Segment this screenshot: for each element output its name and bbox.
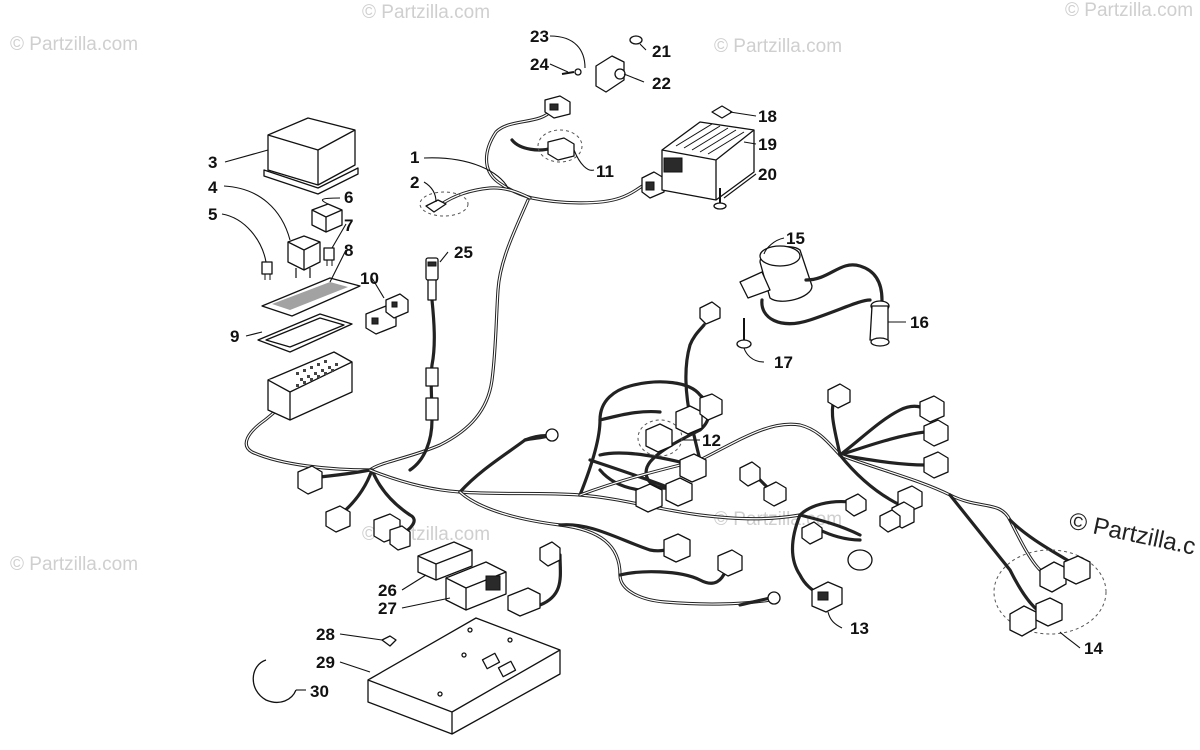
fuse-7: [323, 247, 335, 266]
callout-numbers: 3 4 5 6 7 8 9 10 1 2 11 25 23 24 21 22 1…: [208, 27, 1103, 701]
callout-3: 3: [208, 153, 217, 172]
voltage-regulator: [661, 121, 755, 201]
ring-terminals: [545, 428, 781, 605]
callout-7: 7: [344, 216, 353, 235]
watermark-top-left: © Partzilla.com: [10, 34, 138, 55]
ecu-module: [445, 561, 507, 611]
callout-12: 12: [702, 431, 721, 450]
connectors-12: [635, 393, 723, 513]
callout-29: 29: [316, 653, 335, 672]
oxygen-sensor: [425, 257, 439, 421]
nut-18: [711, 105, 733, 119]
lower-mid-connectors: [507, 533, 743, 617]
callout-27: 27: [378, 599, 397, 618]
callout-11: 11: [596, 162, 614, 181]
callout-26: 26: [378, 581, 397, 600]
watermark-top-far-right: © Partzilla.com: [1065, 0, 1193, 21]
fuse-5: [261, 261, 273, 280]
connector-top: [544, 95, 571, 119]
callout-4: 4: [208, 178, 218, 197]
callout-25: 25: [454, 243, 473, 262]
relay-box-cover: [263, 117, 359, 195]
fuse-box-gasket: [257, 313, 353, 353]
callout-18: 18: [758, 107, 777, 126]
callout-24: 24: [530, 55, 549, 74]
callout-16: 16: [910, 313, 929, 332]
callout-13: 13: [850, 619, 869, 638]
screw-17: [736, 318, 752, 349]
callout-20: 20: [758, 165, 777, 184]
callout-21: 21: [652, 42, 671, 61]
callout-10: 10: [360, 269, 379, 288]
bracket: [561, 35, 643, 93]
watermark-top-center: © Partzilla.com: [362, 2, 490, 23]
ignition-coil: [739, 245, 884, 326]
connectors-14: [993, 549, 1107, 637]
push-nut: [381, 635, 397, 647]
callout-23: 23: [530, 27, 549, 46]
connector-upper-mid: [699, 301, 721, 325]
leader-lines: [221, 35, 1081, 691]
callout-28: 28: [316, 625, 335, 644]
fuse-box: [267, 351, 353, 421]
screw-20: [713, 188, 727, 210]
callout-15: 15: [786, 229, 805, 248]
connector-1-right: [641, 171, 665, 199]
callout-9: 9: [230, 327, 239, 346]
callout-8: 8: [344, 241, 353, 260]
callout-5: 5: [208, 205, 217, 224]
spark-plug-cap: [869, 300, 890, 347]
connector-10: [365, 293, 409, 335]
callout-22: 22: [652, 74, 671, 93]
connector-11: [537, 129, 583, 163]
circuit-board: [261, 277, 361, 317]
callout-1: 1: [410, 148, 419, 167]
watermark-bottom-left: © Partzilla.com: [10, 554, 138, 575]
relay: [287, 235, 321, 278]
mounting-tray: [367, 617, 561, 735]
watermark-top-right: © Partzilla.com: [714, 36, 842, 57]
left-branch-connectors: [297, 465, 411, 551]
watermark-main: © Partzilla.c: [1067, 507, 1198, 560]
callout-19: 19: [758, 135, 777, 154]
wiring-harness: [244, 108, 1077, 614]
callout-17: 17: [774, 353, 793, 372]
callout-14: 14: [1084, 639, 1103, 658]
retaining-clip: [252, 659, 297, 704]
callout-2: 2: [410, 173, 419, 192]
right-side-connectors: [739, 383, 949, 571]
ecu-cover: [417, 541, 473, 581]
callout-6: 6: [344, 188, 353, 207]
callout-30: 30: [310, 682, 329, 701]
connector-2: [419, 191, 469, 217]
connector-13: [811, 581, 843, 613]
mini-relay: [311, 203, 343, 233]
